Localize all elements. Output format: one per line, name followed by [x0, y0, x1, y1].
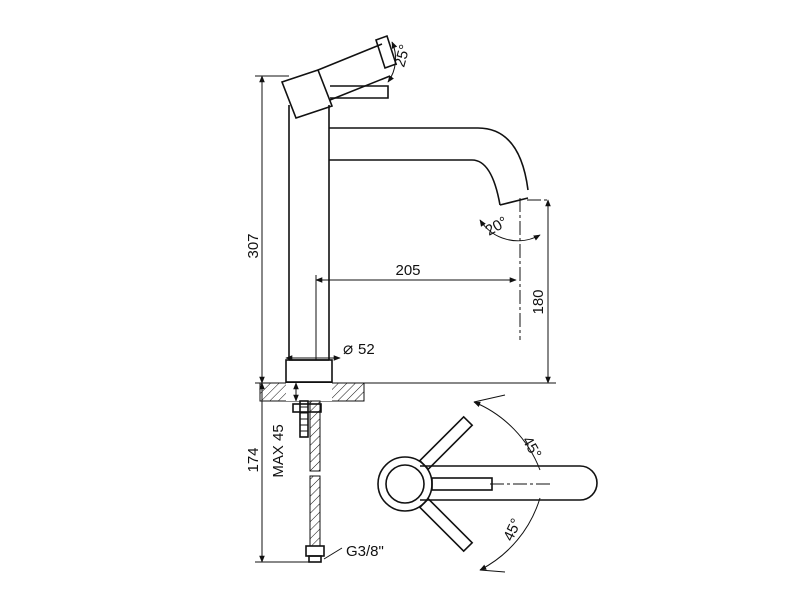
base-ring [285, 359, 333, 383]
dim-total-height: 307 [245, 233, 262, 258]
dim-swing-left: 45° [519, 434, 545, 462]
dim-spout-angle: 20° [483, 213, 511, 239]
body-plan-inner [385, 464, 425, 504]
side-view [255, 34, 548, 563]
dim-base-diameter: 52 [358, 341, 375, 358]
lever-swing-left [418, 415, 474, 471]
top-view [377, 394, 598, 573]
dim-diameter-symbol: ⌀ [343, 339, 353, 358]
spout-plan [420, 465, 598, 501]
lever-swing-right [418, 497, 474, 553]
dim-reach: 205 [395, 262, 420, 279]
lever-center [431, 477, 493, 491]
dimension-lines [255, 41, 556, 563]
lever-handle [280, 34, 397, 119]
dim-below-deck: 174 [245, 447, 262, 472]
dim-lever-angle: 25° [391, 43, 413, 69]
dim-swing-right: 45° [500, 516, 525, 544]
faucet-body [288, 105, 330, 361]
spout [329, 127, 529, 206]
dim-thread: G3/8" [346, 543, 384, 560]
dim-spout-height: 180 [530, 289, 547, 314]
dim-max-deck: MAX 45 [270, 424, 287, 477]
mounting-assembly [292, 400, 325, 563]
